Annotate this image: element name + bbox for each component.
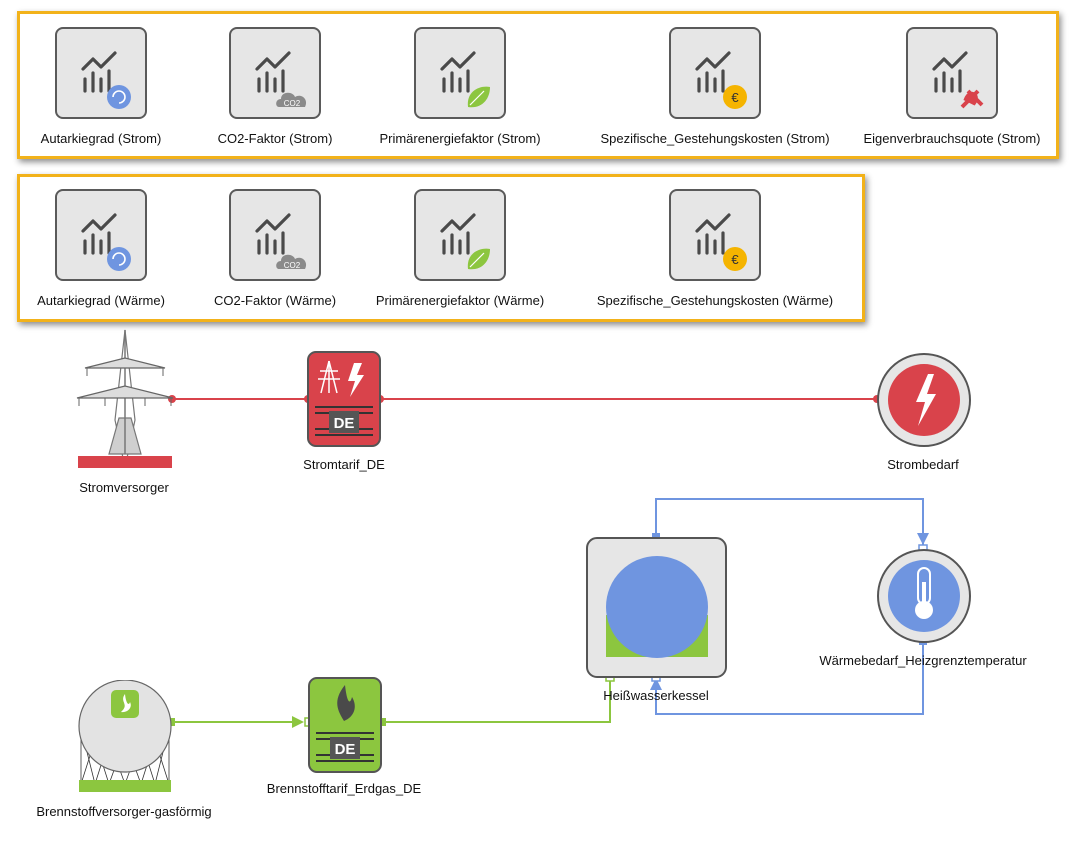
kpi-strom-tile-1[interactable]: CO2 bbox=[229, 27, 321, 119]
heat-line bbox=[655, 498, 924, 715]
chart-trend-icon bbox=[932, 51, 968, 93]
kpi-strom-tile-3[interactable]: € bbox=[669, 27, 761, 119]
plug-crossed-icon bbox=[960, 89, 984, 109]
svg-text:CO2: CO2 bbox=[284, 99, 301, 108]
kpi-waerme-tile-0[interactable] bbox=[55, 189, 147, 281]
heat-arrow-down bbox=[917, 533, 929, 545]
kpi-label: Autarkiegrad (Strom) bbox=[40, 131, 162, 146]
node-label-gasversorger: Brennstoffversorger-gasförmig bbox=[36, 804, 212, 819]
chart-trend-icon bbox=[255, 213, 291, 255]
flame-icon bbox=[121, 694, 131, 713]
lightning-icon bbox=[348, 363, 364, 397]
leaf-icon bbox=[467, 86, 490, 108]
chart-trend-icon bbox=[695, 51, 731, 93]
svg-text:CO2: CO2 bbox=[284, 261, 301, 270]
autarky-icon bbox=[107, 85, 131, 109]
kpi-label: Primärenergiefaktor (Strom) bbox=[379, 131, 541, 146]
kpi-group-strom bbox=[17, 11, 1059, 159]
chart-trend-icon bbox=[255, 51, 291, 93]
gastarif-node[interactable]: DE bbox=[308, 677, 382, 773]
thermometer-icon bbox=[915, 567, 933, 619]
node-label-stromtarif: Stromtarif_DE bbox=[303, 457, 385, 472]
flame-icon bbox=[337, 685, 355, 721]
euro-coin-icon: € bbox=[723, 247, 747, 271]
kpi-label: Spezifische_Gestehungskosten (Wärme) bbox=[596, 293, 834, 308]
co2-cloud-icon: CO2 bbox=[276, 254, 307, 270]
port-gastarif-out bbox=[378, 718, 386, 726]
pylon-icon bbox=[318, 360, 340, 394]
euro-coin-icon: € bbox=[723, 85, 747, 109]
kpi-waerme-tile-3[interactable]: € bbox=[669, 189, 761, 281]
svg-text:€: € bbox=[731, 90, 739, 105]
node-label-gastarif: Brennstofftarif_Erdgas_DE bbox=[266, 781, 422, 796]
kpi-label: CO2-Faktor (Wärme) bbox=[213, 293, 337, 308]
strombedarf-node[interactable] bbox=[876, 352, 972, 448]
kpi-label: Primärenergiefaktor (Wärme) bbox=[375, 293, 545, 308]
kpi-label: CO2-Faktor (Strom) bbox=[217, 131, 333, 146]
waermebedarf-node[interactable] bbox=[876, 548, 972, 644]
node-label-waermebedarf: Wärmebedarf_Heizgrenztemperatur bbox=[819, 653, 1027, 668]
kpi-label: Autarkiegrad (Wärme) bbox=[37, 293, 165, 308]
node-label-stromversorger: Stromversorger bbox=[79, 480, 169, 495]
kpi-label: Spezifische_Gestehungskosten (Strom) bbox=[600, 131, 830, 146]
co2-cloud-icon: CO2 bbox=[276, 92, 307, 108]
power-pylon-icon[interactable] bbox=[75, 328, 175, 470]
country-code: DE bbox=[335, 741, 356, 758]
chart-trend-icon bbox=[440, 213, 476, 255]
country-code: DE bbox=[334, 415, 355, 432]
kpi-waerme-tile-2[interactable] bbox=[414, 189, 506, 281]
kpi-strom-tile-0[interactable] bbox=[55, 27, 147, 119]
chart-trend-icon bbox=[695, 213, 731, 255]
gas-tank-icon[interactable] bbox=[75, 680, 175, 796]
gas-arrow bbox=[292, 716, 304, 728]
kessel-node[interactable] bbox=[586, 537, 728, 679]
leaf-icon bbox=[467, 248, 490, 270]
svg-text:€: € bbox=[731, 252, 739, 267]
gas-line bbox=[171, 676, 611, 723]
kpi-strom-tile-2[interactable] bbox=[414, 27, 506, 119]
chart-trend-icon bbox=[440, 51, 476, 93]
node-label-strombedarf: Strombedarf bbox=[887, 457, 959, 472]
node-label-kessel: Heißwasserkessel bbox=[603, 688, 709, 703]
kpi-label: Eigenverbrauchsquote (Strom) bbox=[863, 131, 1041, 146]
heat-arrow-up bbox=[650, 678, 662, 690]
kpi-waerme-tile-1[interactable]: CO2 bbox=[229, 189, 321, 281]
chart-trend-icon bbox=[81, 51, 117, 93]
lightning-icon bbox=[916, 374, 936, 426]
kpi-strom-tile-4[interactable] bbox=[906, 27, 998, 119]
stromtarif-node[interactable]: DE bbox=[307, 351, 381, 447]
chart-trend-icon bbox=[81, 213, 117, 255]
autarky-icon bbox=[107, 247, 131, 271]
